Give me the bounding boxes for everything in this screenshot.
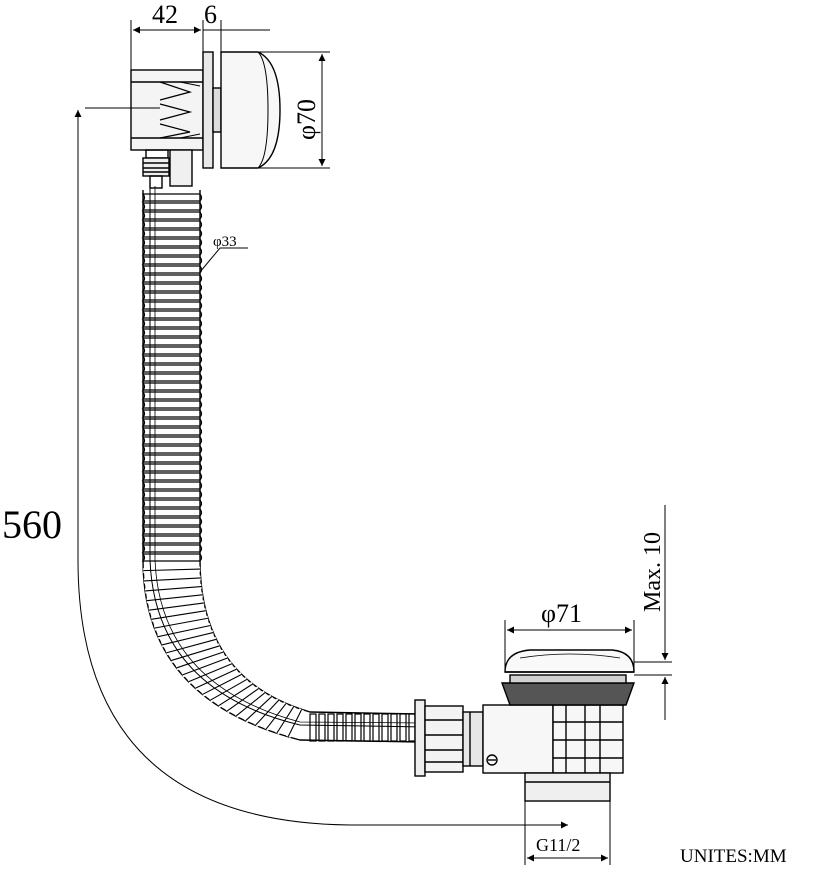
hose-rib	[166, 638, 217, 654]
hose-rib	[141, 328, 203, 337]
hose-rib	[217, 683, 254, 707]
dim-overflow-diameter: φ70	[292, 99, 321, 140]
hose-rib	[141, 526, 203, 535]
hose-rib	[309, 713, 317, 742]
hose-rib	[345, 713, 353, 742]
hose-rib	[141, 229, 203, 238]
hose-rib	[141, 193, 203, 202]
overflow-flange	[202, 51, 214, 169]
hose-rib	[182, 657, 228, 676]
hose-rib	[141, 220, 203, 229]
hose-rib	[141, 211, 203, 220]
hose-rib	[141, 337, 203, 346]
hose-rib	[141, 364, 203, 373]
hose-rib	[143, 568, 201, 572]
hose-rib	[399, 713, 407, 742]
overflow-head	[130, 51, 281, 189]
pop-up-plug	[504, 649, 635, 673]
hose-rib	[327, 713, 335, 742]
hose-rib	[141, 427, 203, 436]
hose-rib	[318, 713, 326, 742]
hose-rib	[209, 678, 248, 701]
hose-rib	[146, 594, 203, 602]
hose-rib	[141, 301, 203, 310]
hose-rib	[141, 391, 203, 400]
hose-rib	[245, 696, 273, 722]
hose-rib	[141, 382, 203, 391]
hose-rib	[381, 713, 389, 742]
dim-overflow-depth: 42	[152, 0, 178, 29]
dim-hose-diameter: φ33	[213, 234, 237, 250]
hose-rib	[141, 535, 203, 544]
overflow-cover	[220, 51, 281, 169]
waste-assembly	[414, 649, 635, 802]
dim-thread-size: G11/2	[536, 835, 580, 855]
hose-rib	[287, 709, 303, 738]
hose-rib	[141, 256, 203, 265]
hose-rib	[143, 577, 201, 582]
corrugated-hose	[141, 186, 426, 743]
hose-rib	[141, 202, 203, 211]
hose-rib	[161, 631, 214, 646]
hose-ribs	[141, 193, 203, 562]
hose-rib	[141, 409, 203, 418]
units-label: UNITES:MM	[680, 846, 787, 867]
hose-rib	[176, 651, 224, 669]
hose-rib	[265, 703, 287, 730]
hose-rib	[141, 238, 203, 247]
hose-rib	[141, 544, 203, 553]
hose-rib	[170, 645, 220, 662]
dim-total-length: 560	[2, 502, 62, 547]
hose-rib	[141, 310, 203, 319]
hose-rib	[141, 508, 203, 517]
hose-rib	[336, 713, 344, 742]
hose-rib	[141, 463, 203, 472]
hose-rib	[141, 481, 203, 490]
hose-rib	[390, 713, 398, 742]
hose-rib	[255, 699, 280, 726]
hose-rib	[141, 499, 203, 508]
hose-rib	[154, 617, 209, 629]
hose-rib	[141, 454, 203, 463]
hose-rib	[141, 553, 203, 562]
hose-rib	[141, 292, 203, 301]
hose-rib	[141, 346, 203, 355]
hose-rib	[276, 706, 295, 734]
dim-max-lift: Max. 10	[640, 532, 666, 612]
hose-rib	[141, 355, 203, 364]
hose-rib	[141, 490, 203, 499]
hose-rib	[141, 418, 203, 427]
hose-rib	[363, 713, 371, 742]
hose-rib	[141, 517, 203, 526]
hose-rib	[141, 445, 203, 454]
hose-rib	[188, 663, 233, 683]
hose-rib	[226, 687, 260, 712]
hose-rib	[202, 673, 242, 695]
hose-rib	[141, 472, 203, 481]
hose-rib	[157, 624, 211, 638]
hose-rib	[408, 713, 416, 742]
hose-rib	[141, 247, 203, 256]
hose-rib	[141, 274, 203, 283]
dim-waste-diameter: φ71	[541, 599, 582, 628]
dim-flange-thickness: 6	[204, 0, 217, 29]
hose-rib	[141, 400, 203, 409]
dimension-lines	[74, 20, 672, 865]
hose-rib	[141, 373, 203, 382]
hose-ribs-curve	[143, 566, 425, 742]
hose-rib	[141, 319, 203, 328]
hose-rib	[354, 713, 362, 742]
hose-rib	[145, 585, 202, 592]
hose-rib	[372, 713, 380, 742]
hose-rib	[141, 436, 203, 445]
hose-rib	[141, 283, 203, 292]
hose-rib	[141, 265, 203, 274]
hose-rib	[195, 668, 237, 689]
